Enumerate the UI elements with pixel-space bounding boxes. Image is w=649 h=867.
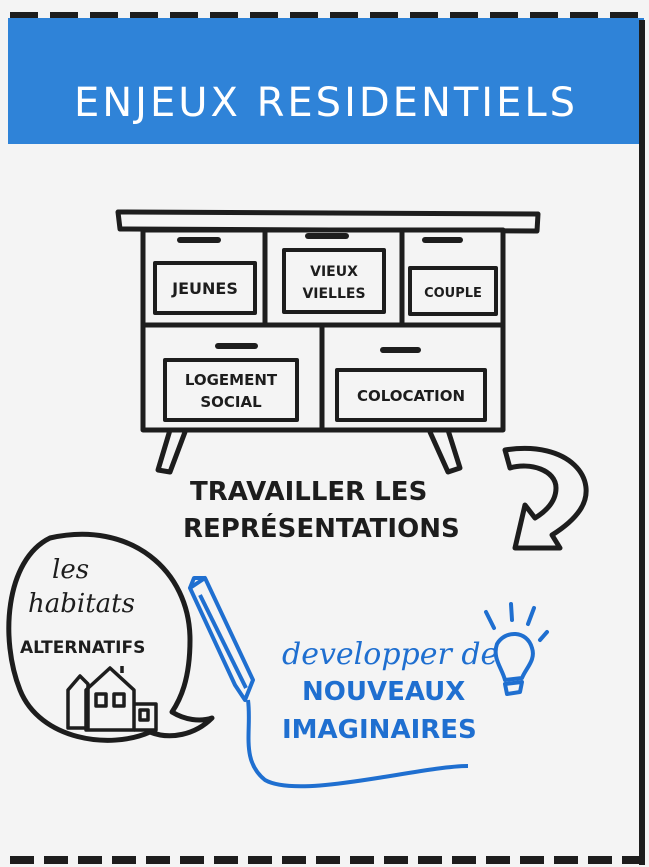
lightbulb-icon [484,602,549,696]
blue-line2: NOUVEAUX [302,677,465,707]
houses-icon [66,666,158,732]
bubble-line1: les [52,555,89,585]
top-dashed-border [10,12,640,18]
drawer-label-jeunes: JEUNES [171,279,238,298]
caption-line1: TRAVAILLER LES [190,477,427,507]
bottom-dashed-border [10,856,640,864]
drawer-label-logement-line1: LOGEMENT [185,371,278,389]
drawer-label-logement-line2: SOCIAL [200,393,262,411]
drawer-label-vieux-line1: VIEUX [310,264,358,280]
right-border [639,20,645,865]
bubble-line2: habitats [28,589,135,619]
pencil-icon [188,576,469,789]
caption-line2: REPRÉSENTATIONS [183,512,460,544]
blue-line1: developper de [282,637,498,672]
curved-arrow-icon [502,446,589,551]
dresser-icon [115,209,541,475]
drawer-label-vieux-line2: VIELLES [302,286,365,302]
drawer-label-colocation: COLOCATION [357,387,465,405]
title-banner: ENJEUX RESIDENTIELS [8,18,644,144]
speech-bubble [6,531,215,743]
bubble-line3: ALTERNATIFS [20,638,145,658]
blue-line3: IMAGINAIRES [282,715,477,745]
banner-title: ENJEUX RESIDENTIELS [73,80,579,126]
drawer-label-couple: COUPLE [424,286,482,301]
